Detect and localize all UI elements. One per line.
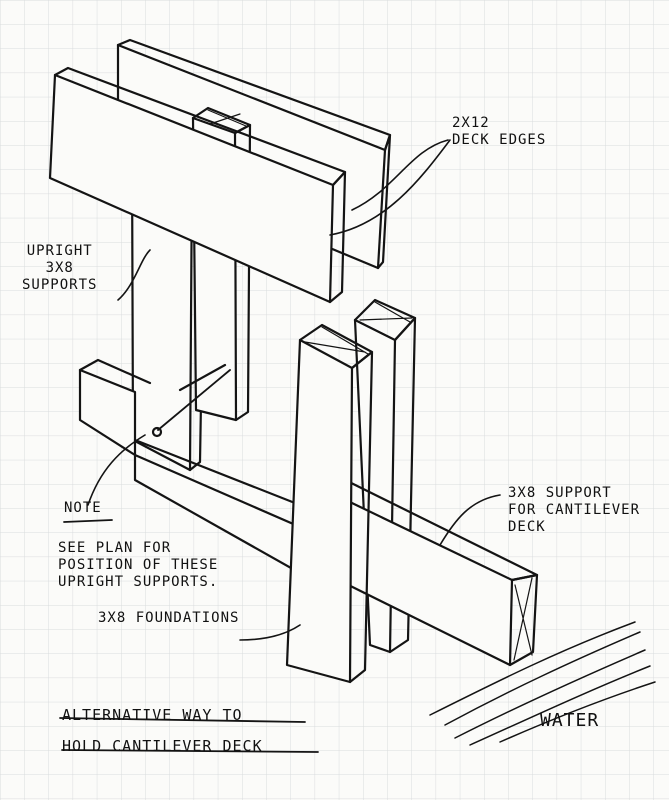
upright-supports-line-2: 3X8	[45, 260, 74, 276]
sketch-title: ALTERNATIVE WAY TO HOLD CANTILEVER DECK	[62, 700, 263, 762]
cantilever-support-line-2: FOR CANTILEVER	[508, 502, 641, 518]
cantilever-support-label: 3X8 SUPPORT FOR CANTILEVER DECK	[508, 485, 640, 536]
title-underline-2	[61, 749, 319, 753]
deck-edges-text: DECK EDGES	[452, 132, 547, 148]
upright-supports-line-1: UPRIGHT	[26, 243, 93, 259]
upright-supports-label: UPRIGHT 3X8 SUPPORTS	[22, 243, 97, 294]
back-foundation-beam	[78, 358, 332, 592]
deck-edges-size: 2X12	[452, 115, 490, 131]
deck-edges-label: 2X12 DECK EDGES	[452, 115, 546, 149]
upright-supports-line-3: SUPPORTS	[22, 277, 98, 293]
note-heading: NOTE	[64, 500, 102, 516]
title-underline-1	[59, 717, 306, 723]
note-body-line-1: SEE PLAN FOR	[58, 540, 172, 556]
cantilever-support-line-1: 3X8 SUPPORT	[508, 485, 612, 501]
sketch-title-line-2: HOLD CANTILEVER DECK	[62, 737, 263, 755]
water-lines	[429, 621, 656, 746]
note-body: SEE PLAN FOR POSITION OF THESE UPRIGHT S…	[58, 540, 218, 591]
water-label: WATER	[540, 710, 600, 731]
front-deck-edge-board	[48, 66, 347, 304]
foundation-post-front	[285, 323, 374, 684]
leader-lines	[87, 139, 501, 641]
sketch-title-line-1: ALTERNATIVE WAY TO	[62, 706, 243, 724]
note-body-line-3: UPRIGHT SUPPORTS.	[58, 574, 219, 590]
foundations-label: 3X8 FOUNDATIONS	[98, 610, 240, 626]
cantilever-support-line-3: DECK	[508, 519, 546, 535]
note-underline	[63, 519, 113, 523]
note-body-line-2: POSITION OF THESE	[58, 557, 219, 573]
bolt	[151, 363, 231, 438]
